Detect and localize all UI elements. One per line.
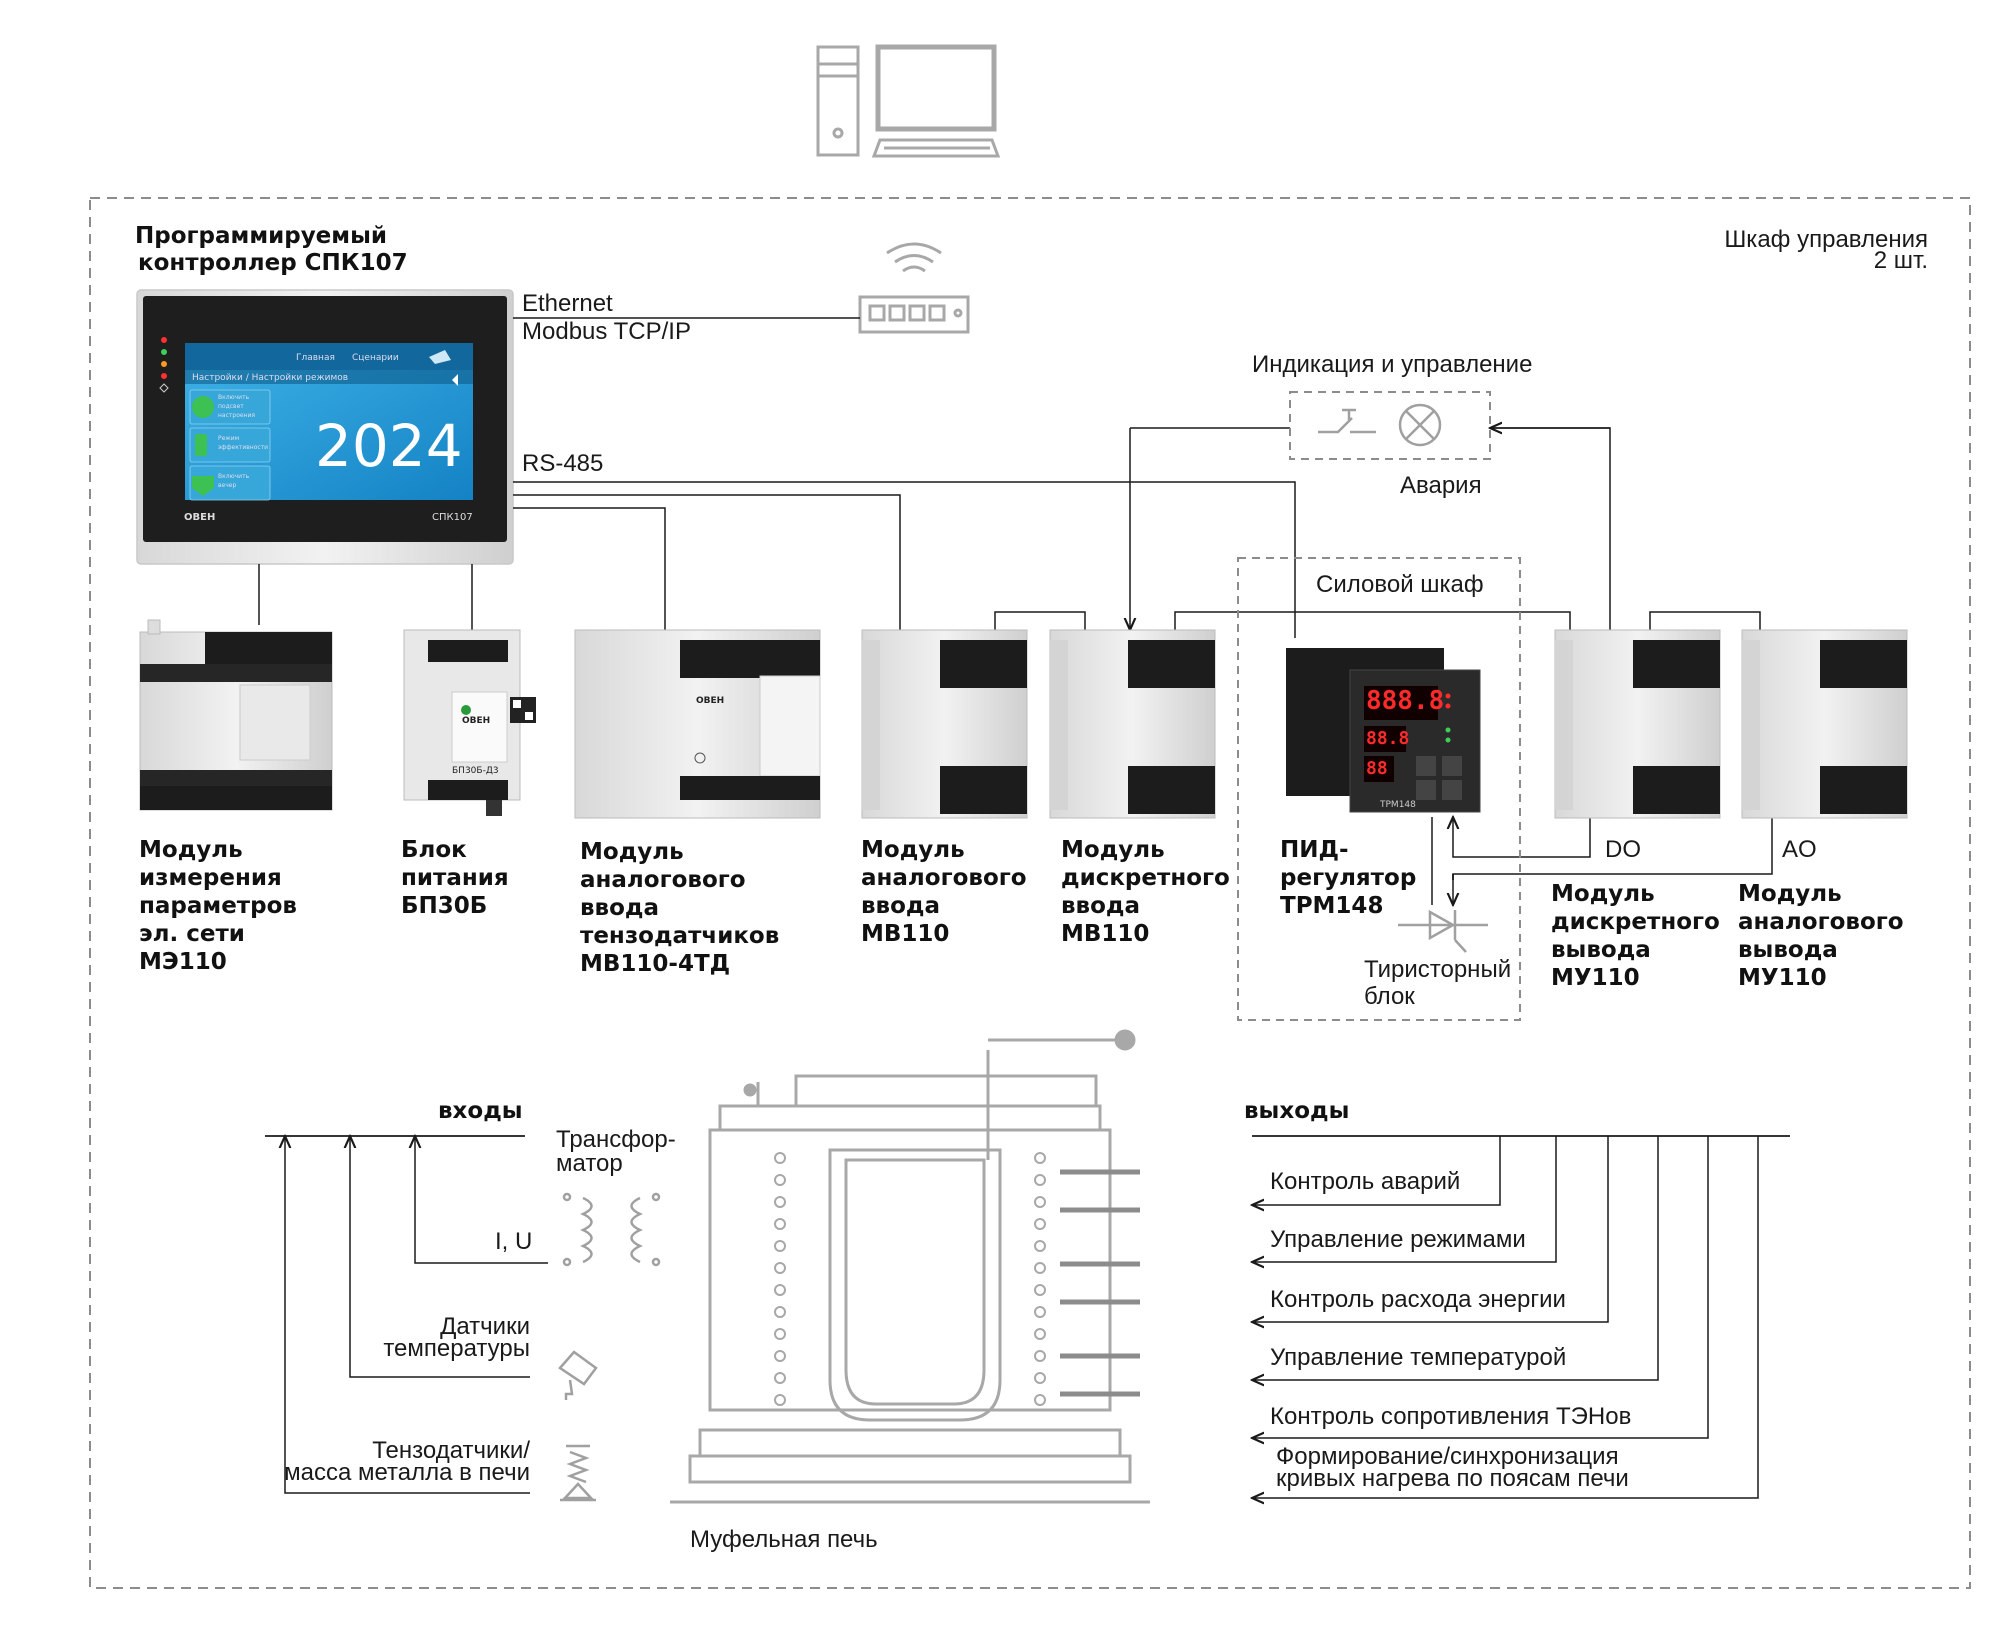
screen-year: 2024 [315,412,463,480]
alarm-lamp-icon [1398,403,1442,447]
trm148-model-label: ТРМ148 [1380,800,1416,810]
module-trm148-label: ПИД- регулятор ТРМ148 [1280,837,1417,919]
output-lines [1252,1136,1759,1498]
router-icon [858,242,970,334]
bp30b-power-supply [403,629,536,816]
screen-header: Настройки / Настройки режимов [192,373,349,383]
computer-icon [816,44,1001,158]
control-cabinet-border [89,197,1971,1589]
outputs-title: выходы [1244,1098,1350,1124]
modbus-label: Modbus TCP/IP [522,318,691,345]
alarm-label: Авария [1400,472,1482,499]
output-item: Управление режимами [1270,1226,1526,1253]
mv110-discrete-module [1049,629,1216,819]
controller-title-line2: контроллер СПК107 [138,250,408,276]
trm148-controller [1286,648,1481,813]
temperature-sensors-label: Датчики температуры [383,1313,530,1362]
temperature-sensor-icon [558,1350,598,1400]
transformer-label: Трансфор- матор [556,1126,676,1177]
muffle-furnace-drawing [670,1029,1150,1504]
module-me110-label: Модуль измерения параметров эл. сети МЭ1… [139,837,297,975]
output-item: Контроль сопротивления ТЭНов [1270,1403,1632,1430]
indication-box [1289,391,1491,460]
rs485-label: RS-485 [522,450,604,477]
mu110-discrete-module [1554,629,1721,819]
output-item: Формирование/синхронизация кривых нагрев… [1276,1443,1629,1492]
input-lines [285,1136,548,1494]
trm148-display-second: 88.8 [1366,728,1410,749]
module-mu110-discrete-label: Модуль дискретного вывода МУ110 [1551,881,1720,991]
spk107-controller [136,289,514,565]
module-mv110-analog-label: Модуль аналогового ввода МВ110 [861,837,1027,947]
power-cabinet-title: Силовой шкаф [1316,571,1484,598]
screen-tab-main: Главная [296,353,335,363]
controller-owen-logo: ОВЕН [184,512,216,523]
output-item: Управление температурой [1270,1344,1567,1371]
power-cabinet-box [1237,557,1521,1021]
inputs-title: входы [438,1098,523,1124]
mv110-4td-module [574,629,821,819]
thyristor-label: Тиристорный блок [1364,956,1512,1010]
module-mv110-4td-label: Модуль аналогового ввода тензодатчиков М… [580,839,780,977]
trm148-display-third: 88 [1366,758,1388,779]
button-switch-icon [1318,408,1376,434]
mv110-4td-owen-logo: ОВЕН [696,696,725,706]
indication-title: Индикация и управление [1252,351,1533,378]
module-mv110-discrete-label: Модуль дискретного ввода МВ110 [1061,837,1230,947]
do-label: DO [1605,836,1641,863]
me110-module [139,619,333,811]
cabinet-title: Шкаф управления [1724,226,1928,253]
trm148-display-main: 888.8 [1366,686,1445,716]
load-cell-icon [560,1444,596,1502]
screen-tab-scenarios: Сценарии [352,353,399,363]
load-cells-label: Тензодатчики/ масса металла в печи [284,1437,530,1486]
furnace-heater-terminals [1060,1169,1140,1397]
controller-model-label: СПК107 [432,512,473,523]
screen-button-1: Включить подсвет настроения [218,394,255,419]
connection-lines [258,317,1773,905]
ao-label: AO [1782,836,1817,863]
furnace-label: Муфельная печь [690,1526,878,1553]
controller-title-line1: Программируемый [135,223,388,249]
cabinet-count: 2 шт. [1873,247,1928,274]
bp30b-model-label: БП30Б-Д3 [452,766,499,776]
module-bp30b-label: Блок питания БП30Б [401,837,509,919]
furnace-heater-coils [774,1152,1046,1406]
thyristor-icon [1398,909,1488,953]
iu-label: I, U [495,1228,533,1255]
screen-button-3: Включить вечер [218,473,250,489]
transformer-icon [562,1192,661,1267]
screen-button-2: Режим эффективности [218,435,269,451]
output-item: Контроль расхода энергии [1270,1286,1566,1313]
mu110-analog-module [1741,629,1908,819]
ethernet-label: Ethernet [522,290,613,317]
module-mu110-analog-label: Модуль аналогового вывода МУ110 [1738,881,1904,991]
mv110-analog-module [861,629,1028,819]
bp30b-owen-logo: ОВЕН [462,716,491,726]
output-item: Контроль аварий [1270,1168,1461,1195]
